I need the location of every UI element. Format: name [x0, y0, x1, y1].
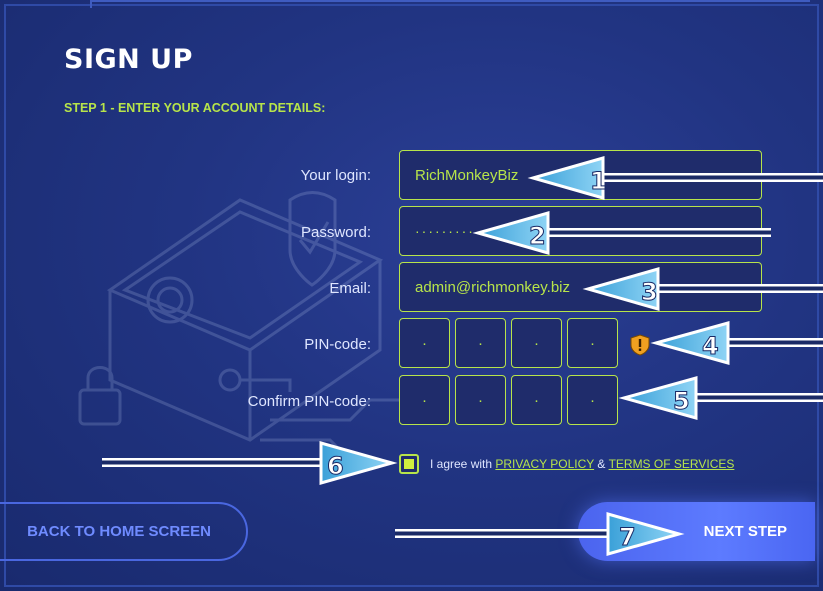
privacy-policy-link[interactable]: PRIVACY POLICY: [495, 457, 595, 471]
login-label: Your login:: [300, 167, 371, 184]
pin-digit-2[interactable]: ·: [455, 318, 506, 368]
email-input[interactable]: admin@richmonkey.biz: [399, 262, 762, 312]
panel-border-accent: [90, 0, 810, 8]
pin-digit-4[interactable]: ·: [567, 318, 618, 368]
step-subtitle: STEP 1 - ENTER YOUR ACCOUNT DETAILS:: [64, 101, 326, 115]
annotation-number-2: 2: [529, 222, 546, 250]
annotation-number-7: 7: [619, 523, 636, 551]
annotation-arrow-4: 4: [650, 321, 823, 365]
security-laptop-illustration: [78, 191, 410, 462]
checkbox-check-icon: [404, 459, 414, 469]
agree-checkbox[interactable]: [399, 454, 419, 474]
annotation-number-1: 1: [590, 167, 607, 195]
pin-digit-1[interactable]: ·: [399, 318, 450, 368]
annotation-number-3: 3: [641, 278, 658, 306]
confirm-pin-digit-3[interactable]: ·: [511, 375, 562, 425]
annotation-number-5: 5: [673, 387, 690, 415]
annotation-arrow-3: 3: [582, 267, 823, 311]
confirm-pin-label: Confirm PIN-code:: [247, 393, 371, 410]
annotation-arrow-2: 2: [472, 211, 771, 255]
annotation-arrow-7: 7: [395, 512, 685, 556]
agree-and: &: [594, 457, 609, 471]
password-label: Password:: [300, 224, 371, 241]
password-value: ·········: [415, 223, 475, 239]
page-title: SIGN UP: [64, 44, 193, 75]
pin-digit-3[interactable]: ·: [511, 318, 562, 368]
confirm-pin-digit-1[interactable]: ·: [399, 375, 450, 425]
agree-text: I agree with PRIVACY POLICY & TERMS OF S…: [430, 457, 734, 471]
agree-prefix: I agree with: [430, 457, 496, 471]
annotation-arrow-5: 5: [618, 376, 823, 420]
annotation-number-6: 6: [327, 452, 344, 480]
terms-of-services-link[interactable]: TERMS OF SERVICES: [608, 457, 735, 471]
pin-label: PIN-code:: [304, 336, 371, 353]
email-value: admin@richmonkey.biz: [415, 278, 571, 296]
annotation-arrow-1: 1: [527, 156, 823, 200]
back-to-home-button[interactable]: BACK TO HOME SCREEN: [0, 502, 248, 561]
annotation-arrow-6: 6: [102, 441, 398, 485]
email-label: Email:: [329, 280, 371, 297]
confirm-pin-digit-2[interactable]: ·: [455, 375, 506, 425]
warning-shield-icon[interactable]: [630, 334, 650, 356]
login-value: RichMonkeyBiz: [415, 166, 519, 184]
confirm-pin-digit-4[interactable]: ·: [567, 375, 618, 425]
annotation-number-4: 4: [702, 332, 719, 360]
